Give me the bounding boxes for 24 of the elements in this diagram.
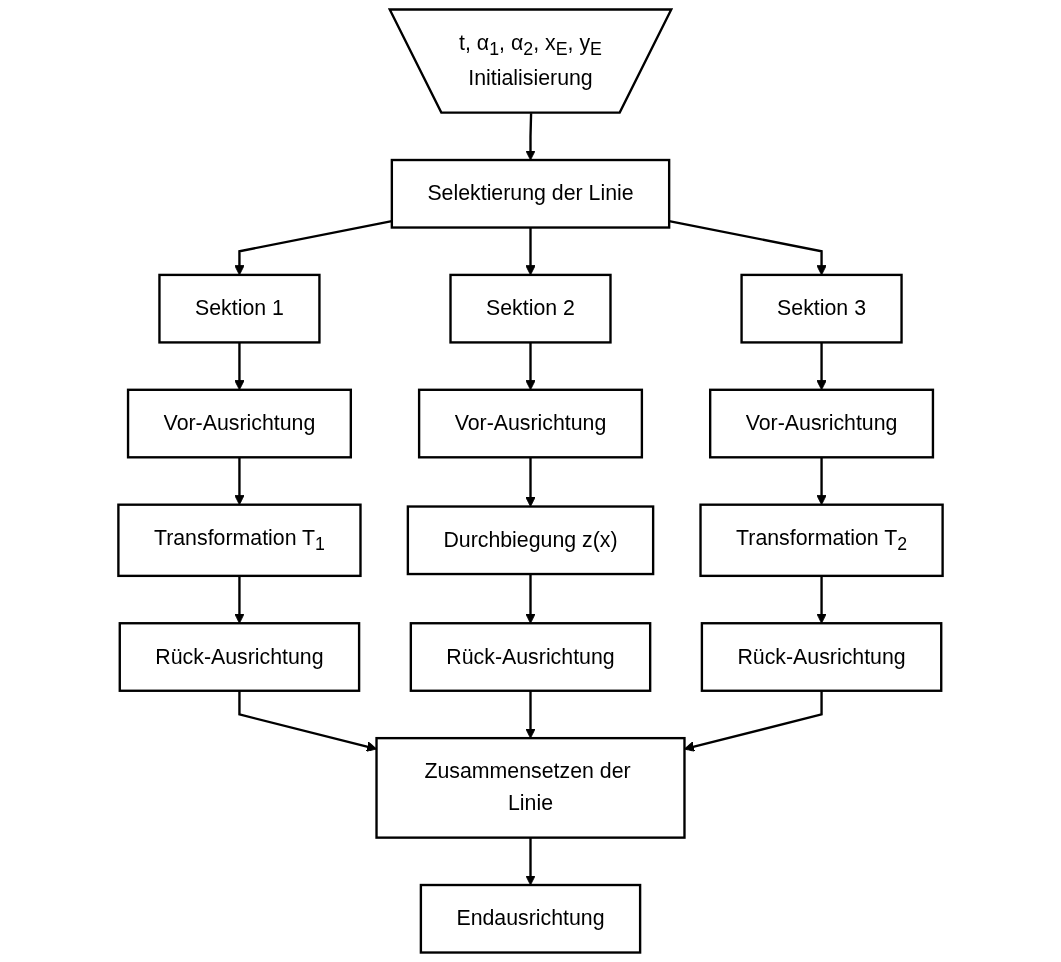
node-box: Rück-Ausrichtung <box>700 622 943 692</box>
node-box: Zusammensetzen der Linie <box>375 736 686 839</box>
arrow <box>238 690 377 752</box>
arrow <box>525 457 536 507</box>
arrow <box>525 113 536 161</box>
arrow <box>525 574 536 624</box>
arrow <box>525 690 536 739</box>
node-box: Transformation T$_{1}$ <box>117 503 362 578</box>
node-box: Rück-Ausrichtung <box>409 622 652 692</box>
node-box: Transformation T$_{2}$ <box>699 503 944 578</box>
node-box: Rück-Ausrichtung <box>118 622 361 692</box>
node-box: Vor-Ausrichtung <box>417 388 644 459</box>
arrow <box>234 575 245 624</box>
node-box: Selektierung der Linie <box>390 158 671 229</box>
arrow <box>816 575 827 624</box>
node-box: Vor-Ausrichtung <box>126 388 352 459</box>
node-box: Sektion 2 <box>449 273 612 344</box>
arrow <box>525 837 536 886</box>
arrow <box>684 690 823 752</box>
node-box: Sektion 3 <box>740 273 903 344</box>
node-box: Durchbiegung z(x) <box>406 505 655 576</box>
node-box: Vor-Ausrichtung <box>709 388 935 459</box>
node-box: Endausrichtung <box>419 883 642 954</box>
node-box: Sektion 1 <box>158 273 321 344</box>
